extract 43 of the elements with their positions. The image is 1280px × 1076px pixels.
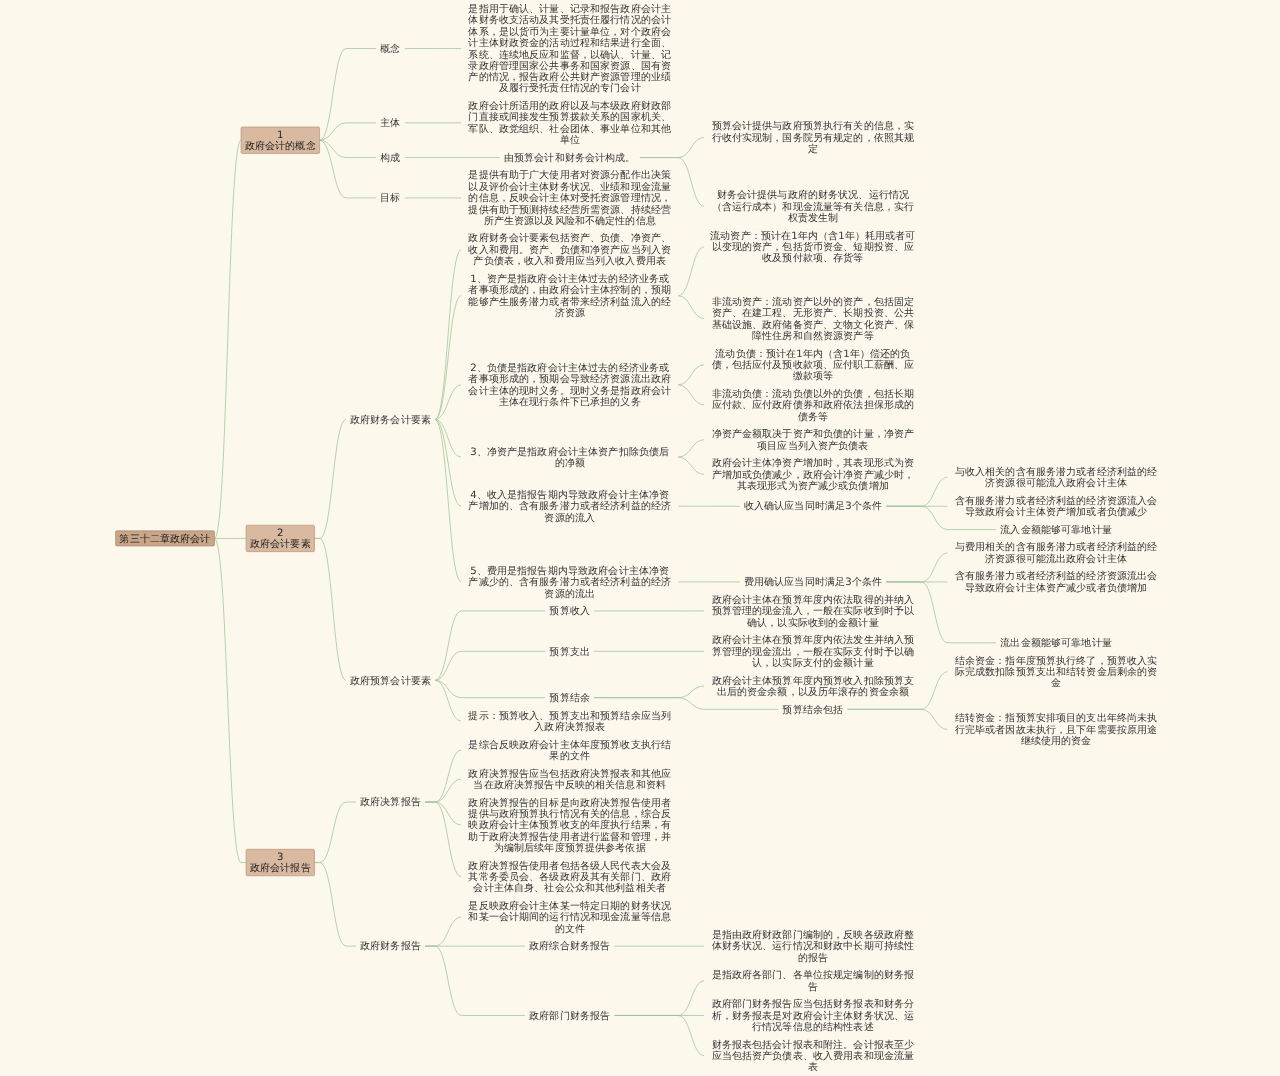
connector xyxy=(434,610,546,681)
connector xyxy=(677,581,741,583)
connector xyxy=(434,650,546,681)
connector xyxy=(404,48,462,49)
connector xyxy=(319,139,377,199)
connector xyxy=(314,419,347,539)
connector xyxy=(434,295,462,420)
connector xyxy=(434,679,546,699)
connector xyxy=(424,945,526,1016)
connector xyxy=(434,419,462,458)
connector xyxy=(404,157,501,158)
connector xyxy=(593,650,705,652)
connector xyxy=(319,122,377,141)
connector xyxy=(613,1015,705,1057)
connector xyxy=(885,581,997,644)
connector xyxy=(677,364,705,386)
connector xyxy=(214,538,247,863)
connector xyxy=(677,505,741,507)
connector xyxy=(314,538,347,681)
connector xyxy=(319,139,377,158)
connector xyxy=(885,505,997,530)
connector xyxy=(677,456,705,475)
connector xyxy=(593,697,780,710)
connector xyxy=(434,679,462,722)
connector xyxy=(314,862,357,947)
connector xyxy=(677,295,705,320)
connector xyxy=(639,157,705,207)
connector xyxy=(434,249,462,420)
connector xyxy=(319,48,377,141)
connector xyxy=(404,122,462,124)
connector xyxy=(677,439,705,458)
connector xyxy=(593,610,705,612)
connector xyxy=(434,384,462,420)
connector xyxy=(404,197,462,199)
connector xyxy=(677,384,705,406)
connector xyxy=(214,139,242,539)
connector xyxy=(434,419,462,507)
connector xyxy=(846,708,949,730)
connector xyxy=(613,945,705,947)
connector xyxy=(214,538,247,539)
connector xyxy=(424,801,462,878)
connector xyxy=(677,246,705,297)
connector xyxy=(434,419,462,583)
